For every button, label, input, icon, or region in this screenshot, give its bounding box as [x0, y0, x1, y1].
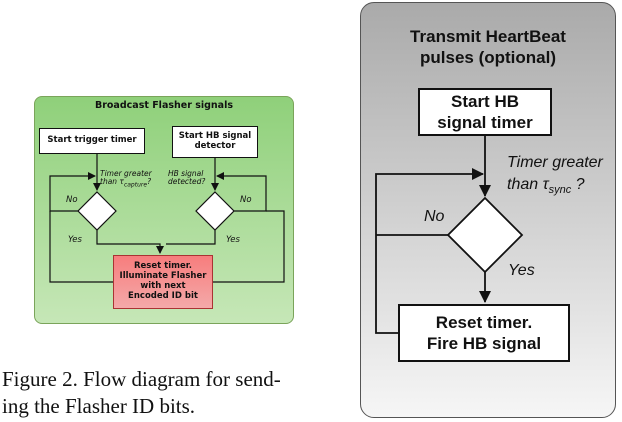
left-yes-label: Yes — [68, 235, 82, 245]
caption-line1: Figure 2. Flow diagram for send- — [2, 367, 281, 391]
left-no-label: No — [66, 195, 78, 205]
right-diagram-title: Transmit HeartBeat pulses (optional) — [360, 26, 616, 68]
right-yes-path — [166, 230, 216, 245]
left-decision-hb-diamond — [195, 191, 235, 231]
right-loop-back — [375, 168, 484, 334]
hb-question-line2: detected? — [168, 177, 206, 187]
start-hb-line1: Start HB — [450, 92, 519, 111]
start-hb-signal-timer-box: Start HB signal timer — [418, 88, 552, 136]
right-title-line2: pulses (optional) — [420, 48, 556, 67]
right-yes-label: Yes — [226, 235, 240, 245]
timer-question-mark: ? — [147, 177, 152, 187]
timer-question-line1: Timer greater — [100, 169, 152, 178]
left-diagram-title: Broadcast Flasher signals — [94, 100, 233, 111]
right-no-label: No — [424, 208, 445, 225]
reset-illuminate-box: Reset timer. Illuminate Flasher with nex… — [113, 255, 213, 309]
figure-caption: Figure 2. Flow diagram for send- ing the… — [2, 366, 332, 420]
right-question-line1: Timer greater — [507, 154, 603, 171]
start-trigger-timer-box: Start trigger timer — [39, 128, 145, 154]
reset-line1: Reset timer. — [134, 261, 192, 272]
left-decision-timer-diamond — [77, 191, 117, 231]
right-question-subscript: sync — [548, 184, 572, 197]
timer-question-subscript: capture — [123, 181, 148, 189]
hb-question-label: HB signal detected? — [168, 169, 206, 187]
reset-fire-line1: Reset timer. — [435, 313, 533, 332]
reset-fire-line2: Fire HB signal — [426, 334, 542, 353]
right-question-label: Timer greater than τsync ? — [507, 152, 603, 201]
left-no-loop — [49, 172, 96, 212]
right-yes-label: Yes — [508, 262, 535, 279]
reset-fire-hb-box: Reset timer. Fire HB signal — [398, 304, 570, 362]
right-decision-diamond — [446, 196, 524, 274]
right-no-loop — [216, 172, 267, 212]
timer-question-line2: than τ — [100, 177, 124, 187]
start-hb-detector-box: Start HB signal detector — [172, 126, 258, 158]
right-question-mark: ? — [571, 176, 585, 193]
left-outer-loop — [49, 211, 113, 283]
caption-line2: ing the Flasher ID bits. — [2, 394, 196, 418]
hb-question-line1: HB signal — [168, 169, 204, 178]
reset-line2: Illuminate Flasher — [119, 271, 207, 282]
timer-question-label: Timer greater than τcapture? — [100, 169, 152, 189]
start-hb-line2: signal timer — [437, 113, 533, 132]
start-trigger-timer-label: Start trigger timer — [47, 135, 137, 146]
start-hb-detector-line2: detector — [194, 141, 236, 151]
reset-line3: with next — [140, 281, 186, 291]
right-title-line1: Transmit HeartBeat — [410, 27, 566, 46]
right-no-label: No — [240, 195, 252, 205]
right-question-line2: than τ — [507, 176, 549, 193]
start-hb-detector-line1: Start HB signal — [178, 131, 252, 142]
right-outer-loop — [213, 210, 285, 283]
left-yes-path — [96, 230, 164, 254]
reset-line4: Encoded ID bit — [128, 290, 198, 301]
